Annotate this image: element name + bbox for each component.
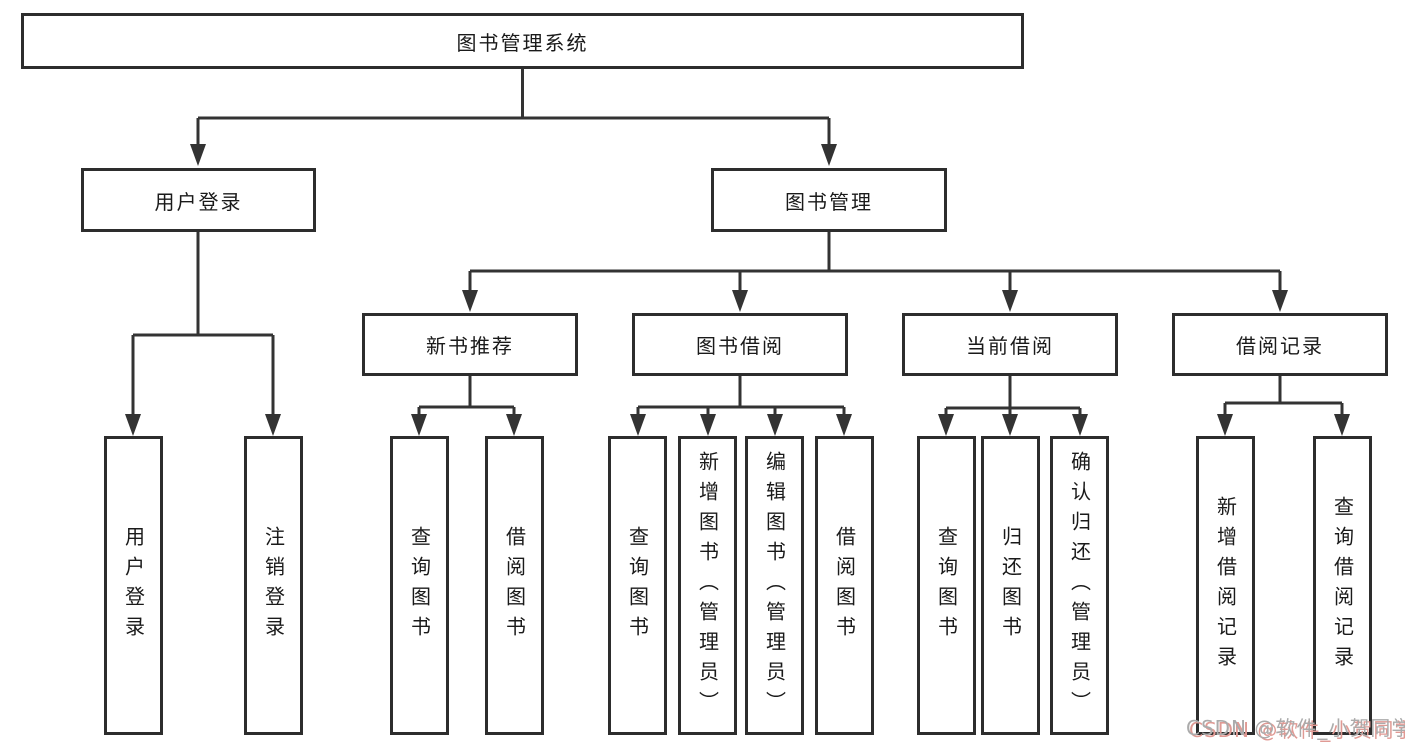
node-book-management-label: 图书管理 [785, 189, 873, 214]
node-user-login-branch-label: 用户登录 [154, 189, 243, 214]
node-current-borrow-label: 当前借阅 [966, 334, 1054, 358]
leaf-add-book-admin: 新增图书（管理员） [678, 436, 737, 735]
node-book-management: 图书管理 [711, 168, 947, 232]
leaf-add-borrow-record-label: 新增借阅记录 [1213, 495, 1238, 676]
leaf-logout-login-label: 注销登录 [261, 525, 286, 646]
node-new-book-recommend: 新书推荐 [362, 313, 578, 376]
leaf-user-login-label: 用户登录 [121, 525, 146, 646]
leaf-query-book-recommend: 查询图书 [390, 436, 449, 735]
leaf-confirm-return-admin-label: 确认归还（管理员） [1067, 450, 1092, 721]
leaf-add-book-admin-label: 新增图书（管理员） [695, 450, 720, 721]
leaf-add-borrow-record: 新增借阅记录 [1196, 436, 1255, 735]
node-borrow-record: 借阅记录 [1172, 313, 1388, 376]
leaf-logout-login: 注销登录 [244, 436, 303, 735]
node-borrow-record-label: 借阅记录 [1236, 334, 1324, 358]
leaf-borrow-book: 借阅图书 [815, 436, 874, 735]
leaf-edit-book-admin: 编辑图书（管理员） [745, 436, 804, 735]
leaf-borrow-book-recommend: 借阅图书 [485, 436, 544, 735]
leaf-query-borrow-record: 查询借阅记录 [1313, 436, 1372, 735]
leaf-return-book-label: 归还图书 [998, 525, 1023, 646]
leaf-edit-book-admin-label: 编辑图书（管理员） [762, 450, 787, 721]
leaf-query-book-recommend-label: 查询图书 [407, 525, 432, 646]
leaf-borrow-book-label: 借阅图书 [832, 525, 857, 646]
leaf-borrow-book-recommend-label: 借阅图书 [502, 525, 527, 646]
leaf-confirm-return-admin: 确认归还（管理员） [1050, 436, 1109, 735]
node-user-login-branch: 用户登录 [81, 168, 316, 232]
leaf-query-book-current: 查询图书 [917, 436, 976, 735]
node-root: 图书管理系统 [21, 13, 1024, 69]
leaf-query-borrow-record-label: 查询借阅记录 [1330, 495, 1355, 676]
arrowheads [125, 144, 1350, 436]
leaf-return-book: 归还图书 [981, 436, 1040, 735]
node-root-label: 图书管理系统 [456, 30, 589, 55]
node-current-borrow: 当前借阅 [902, 313, 1118, 376]
node-new-book-recommend-label: 新书推荐 [426, 334, 514, 358]
leaf-query-book-current-label: 查询图书 [934, 525, 959, 646]
watermark: CSDN @软件_小贺同学 [1186, 716, 1405, 740]
node-book-borrow-label: 图书借阅 [696, 334, 784, 358]
leaf-query-book-borrow-label: 查询图书 [625, 525, 650, 646]
leaf-query-book-borrow: 查询图书 [608, 436, 667, 735]
leaf-user-login: 用户登录 [104, 436, 163, 735]
node-book-borrow: 图书借阅 [632, 313, 848, 376]
